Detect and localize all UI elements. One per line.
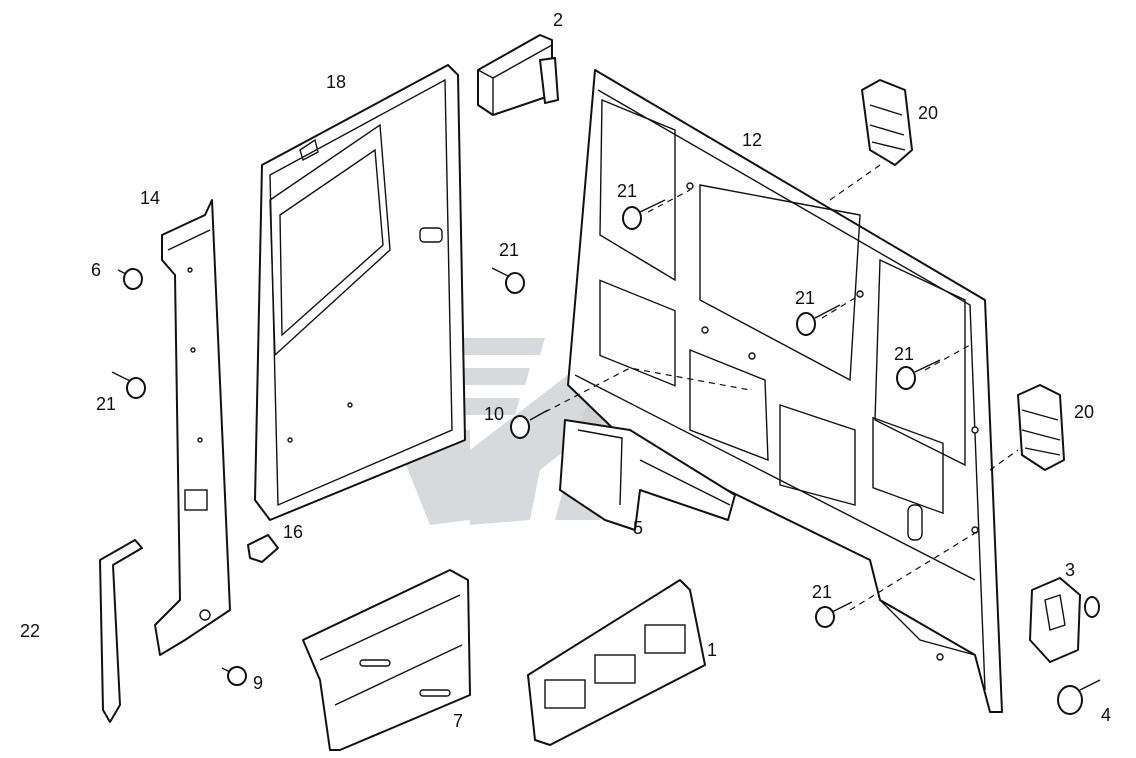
label-7: 7 [453,711,463,731]
label-3: 3 [1065,560,1075,580]
label-21-right: 21 [894,344,914,364]
screw-6 [117,268,143,290]
label-9: 9 [253,673,263,693]
label-12: 12 [742,130,762,150]
screw-21-right [896,359,941,390]
label-20-top: 20 [918,103,938,123]
screw-4 [1057,679,1101,715]
part-18-door-panel [254,64,466,521]
label-4: 4 [1101,705,1111,725]
part-22-rod [99,539,143,723]
label-21-mid: 21 [795,288,815,308]
part-14-pillar-trim [154,199,231,656]
label-6: 6 [91,260,101,280]
clip-16 [247,534,279,563]
label-20-bottom: 20 [1074,402,1094,422]
label-21-door: 21 [499,240,519,260]
label-21-upper-center: 21 [617,181,637,201]
callout-labels: 1 2 3 4 5 6 7 9 10 12 14 16 18 20 20 21 … [20,10,1111,731]
assembly-dashed-lines [544,164,1019,611]
label-2: 2 [553,10,563,30]
part-1-plate [527,579,706,746]
label-1: 1 [707,640,717,660]
screw-21-upper-center [622,199,666,230]
screw-21-mid [796,304,841,336]
label-14: 14 [140,188,160,208]
part-3-knob [1029,577,1100,663]
part-20-latch-bottom [1017,384,1065,471]
label-10: 10 [484,404,504,424]
screw-9 [221,666,247,686]
part-5-duct [559,419,736,531]
part-2-bracket [477,34,559,116]
part-20-latch-top [861,79,913,166]
label-21-lower: 21 [812,582,832,602]
screw-21-door [491,267,525,294]
label-18: 18 [326,72,346,92]
label-5: 5 [633,518,643,538]
screw-21-pillar [111,371,146,399]
screw-21-lower [815,601,853,628]
part-7-tray [302,569,471,751]
label-22: 22 [20,621,40,641]
label-21-pillar: 21 [96,394,116,414]
label-16: 16 [283,522,303,542]
part-12-rear-panel [567,69,1003,713]
